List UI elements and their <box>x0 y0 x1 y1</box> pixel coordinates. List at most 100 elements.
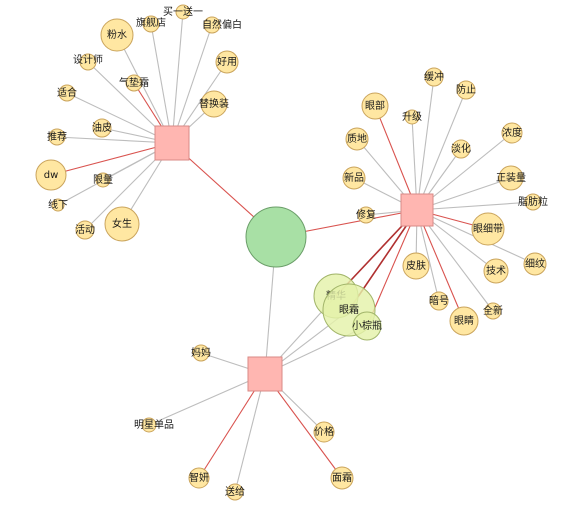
node-label: 价格 <box>314 425 334 438</box>
node-w-mingxingdanpin[interactable]: 明星单品 <box>134 417 174 433</box>
node-w-yanxidai[interactable]: 眼细带 <box>471 212 505 246</box>
edge-hub_topleft-w_xianxia <box>57 142 173 206</box>
node-w-xiuhu[interactable]: 修复 <box>356 206 376 224</box>
edge-hub_topleft-w_tuijian <box>56 136 173 144</box>
node-w-maiyisongyi[interactable]: 买一送一 <box>163 4 203 20</box>
node-w-jiage[interactable]: 价格 <box>313 421 335 443</box>
edge-hub_right-w_quanxin <box>416 209 494 312</box>
node-w-qijiandian[interactable]: 旗舰店 <box>136 15 166 33</box>
node-w-sheji[interactable]: 设计师 <box>73 53 103 71</box>
node-label: dw <box>44 170 59 181</box>
node-w-zhengzhuangliang[interactable]: 正装量 <box>496 165 526 191</box>
node-hub-bottom[interactable] <box>247 356 283 392</box>
node-circle <box>501 122 523 144</box>
hub-square <box>400 193 434 227</box>
edge-hub_right-w_xiaozongping <box>366 209 418 327</box>
node-circle <box>92 118 112 138</box>
node-circle <box>203 16 221 34</box>
node-w-shengji[interactable]: 升级 <box>402 109 422 125</box>
node-w-huanchong[interactable]: 缓冲 <box>424 67 444 87</box>
node-w-haoyong[interactable]: 好用 <box>215 50 239 74</box>
node-circle <box>451 139 471 159</box>
node-circle <box>188 467 210 489</box>
node-label: 浓度 <box>502 126 522 139</box>
node-circle <box>141 417 157 433</box>
node-w-nvsheng[interactable]: 女生 <box>104 206 140 242</box>
node-w-zhifangli[interactable]: 脂肪粒 <box>518 193 548 211</box>
node-circle <box>404 109 420 125</box>
node-w-xianliang[interactable]: 限量 <box>93 172 113 188</box>
node-w-fenshui[interactable]: 粉水 <box>100 18 134 52</box>
node-w-yanjing[interactable]: 眼睛 <box>449 306 479 336</box>
node-circle <box>79 53 97 71</box>
node-w-mianshuang[interactable]: 面霜 <box>330 466 354 490</box>
node-circle <box>75 220 95 240</box>
node-w-youpi[interactable]: 油皮 <box>92 118 112 138</box>
node-hub-right[interactable] <box>400 193 434 227</box>
node-circle <box>48 128 66 146</box>
node-w-fangzhi[interactable]: 防止 <box>456 80 476 100</box>
edge-hub_topleft-w_dw <box>50 142 173 176</box>
node-label: 淡化 <box>451 142 471 155</box>
node-hub-topleft[interactable] <box>154 125 190 161</box>
node-w-shihe[interactable]: 适合 <box>57 84 77 102</box>
node-label: 气垫霜 <box>119 76 149 89</box>
node-label: 智妍 <box>189 471 209 484</box>
node-label: 推荐 <box>47 130 67 143</box>
node-w-ziranbaibai[interactable]: 自然偏白 <box>202 16 242 34</box>
edge-hub_bottom-w_mingxingdanpin <box>148 373 266 426</box>
node-w-zhidi[interactable]: 质地 <box>345 127 369 151</box>
node-w-mama[interactable]: 妈妈 <box>191 344 211 362</box>
node-w-songgei[interactable]: 送给 <box>225 483 245 501</box>
node-w-anhao[interactable]: 暗号 <box>429 291 449 311</box>
node-w-huodong[interactable]: 活动 <box>75 220 95 240</box>
node-w-xinpin[interactable]: 新品 <box>342 166 366 190</box>
node-circle <box>35 159 67 191</box>
edge-hub_bottom-w_songgei <box>234 373 266 493</box>
node-label: 脂肪粒 <box>518 195 548 208</box>
node-label: 全新 <box>483 304 503 317</box>
node-w-quanxin[interactable]: 全新 <box>483 302 503 320</box>
node-circle <box>361 92 389 120</box>
node-circle <box>483 258 509 284</box>
node-w-xiwen[interactable]: 细纹 <box>523 252 547 276</box>
node-circle <box>215 50 239 74</box>
node-label: 技术 <box>486 264 506 277</box>
node-label: 暗号 <box>429 294 449 307</box>
edge-hub_right-w_huanchong <box>416 76 435 211</box>
node-label: 小棕瓶 <box>352 319 382 332</box>
node-w-jishu[interactable]: 技术 <box>483 258 509 284</box>
node-w-dw[interactable]: dw <box>35 159 67 191</box>
node-circle <box>449 306 479 336</box>
node-w-pifu[interactable]: 皮肤 <box>402 252 430 280</box>
edge-hub_right-w_zhifangli <box>416 201 534 211</box>
node-w-danhua[interactable]: 淡化 <box>451 139 471 159</box>
node-w-yanbu[interactable]: 眼部 <box>361 92 389 120</box>
node-label: 眼睛 <box>454 315 474 327</box>
node-circle <box>100 18 134 52</box>
node-circle <box>345 127 369 151</box>
node-w-nongdu[interactable]: 浓度 <box>501 122 523 144</box>
node-label: 质地 <box>347 132 367 145</box>
node-w-qidiangshuang[interactable]: 气垫霜 <box>119 74 149 92</box>
node-w-xianxia[interactable]: 线下 <box>48 198 68 212</box>
node-w-zhiyan[interactable]: 智妍 <box>188 467 210 489</box>
node-circle <box>192 344 210 362</box>
node-w-xiaozongping[interactable]: 小棕瓶 <box>352 311 382 341</box>
node-label: 妈妈 <box>191 346 211 359</box>
node-circle <box>424 67 444 87</box>
node-w-tihuanzhuang[interactable]: 替换装 <box>199 90 229 118</box>
edge-hub_topleft-w_fenshui <box>116 34 173 144</box>
node-label: 防止 <box>456 83 476 96</box>
edge-hub_right-w_yanbu <box>374 105 418 211</box>
node-center[interactable] <box>245 206 307 268</box>
node-circle <box>456 80 476 100</box>
edge-hub_right-w_yanjing <box>416 209 465 322</box>
node-label: 皮肤 <box>406 259 426 272</box>
node-w-tuijian[interactable]: 推荐 <box>47 128 67 146</box>
node-label: 买一送一 <box>163 5 203 18</box>
node-label: 眼部 <box>365 99 385 112</box>
node-circle <box>200 90 228 118</box>
node-circle <box>524 193 542 211</box>
